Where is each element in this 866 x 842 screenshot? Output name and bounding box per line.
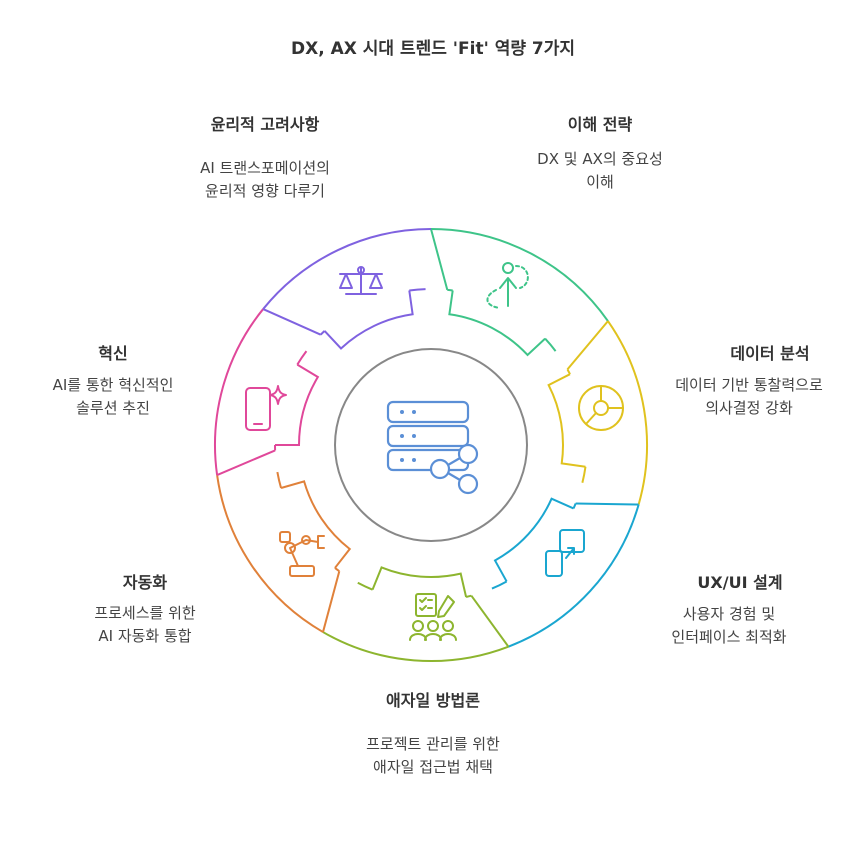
title-understanding: 이해 전략 — [567, 115, 633, 134]
robot-arm-icon — [279, 531, 325, 577]
segment-understanding — [430, 228, 609, 357]
title-data: 데이터 분석 — [730, 344, 810, 363]
team-checklist-icon — [409, 593, 457, 641]
title-ethics: 윤리적 고려사항 — [210, 115, 320, 134]
segment-agile — [322, 566, 510, 662]
title-uxui: UX/UI 설계 — [697, 573, 783, 592]
server-network-icon — [386, 400, 479, 495]
pie-chart-icon — [578, 385, 624, 431]
title-automation: 자동화 — [122, 573, 168, 592]
tablet-sparkle-icon — [245, 385, 287, 431]
segment-automation — [216, 471, 352, 633]
segment-ethics — [262, 228, 432, 350]
page-title: DX, AX 시대 트렌드 'Fit' 역량 7가지 — [290, 39, 575, 59]
segment-data — [547, 320, 649, 505]
compass-arrow-icon — [486, 262, 529, 309]
title-agile: 애자일 방법론 — [386, 691, 480, 710]
segment-uxui — [491, 497, 640, 648]
balance-scale-icon — [339, 266, 383, 295]
title-innovation: 혁신 — [98, 344, 128, 363]
segment-innovation — [214, 308, 320, 476]
screen-swap-icon — [545, 529, 585, 577]
